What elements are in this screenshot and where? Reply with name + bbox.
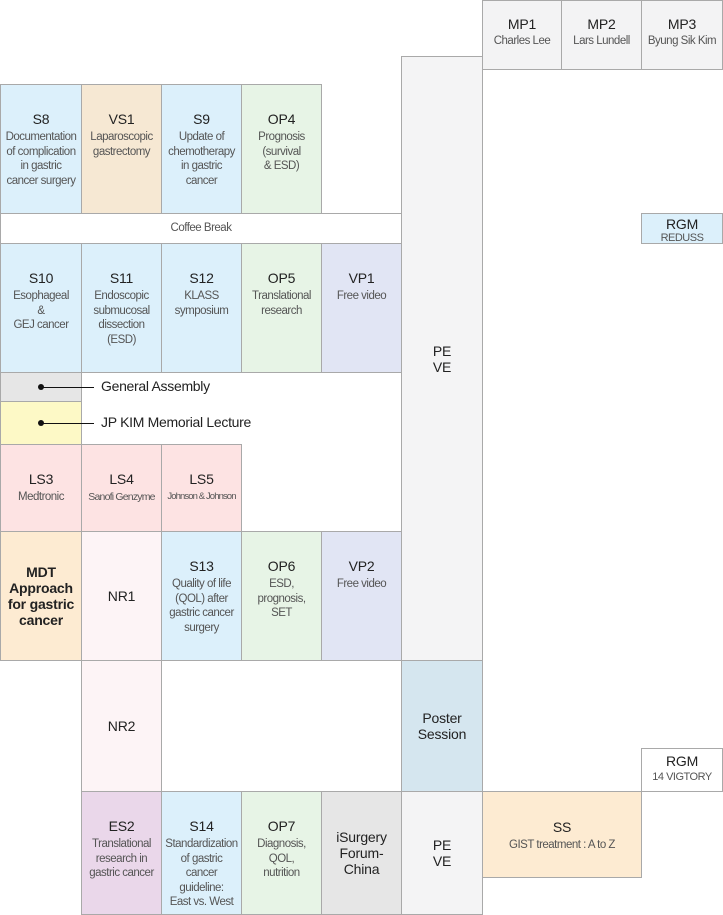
session-code: LS5 xyxy=(189,471,214,487)
session-code: VP1 xyxy=(348,270,375,286)
session-title: Charles Lee xyxy=(493,35,551,47)
session-title: Johnson & Johnson xyxy=(167,491,236,502)
session-rgm-reduss[interactable]: RGM REDUSS xyxy=(641,213,723,244)
session-code: MP3 xyxy=(667,16,697,32)
session-mp1[interactable]: MP1 Charles Lee xyxy=(482,0,562,70)
session-op6[interactable]: OP6 ESD, prognosis, SET xyxy=(241,531,322,661)
session-title: GIST treatment : A to Z xyxy=(509,839,615,851)
session-code: LS3 xyxy=(28,471,54,487)
session-title: REDUSS xyxy=(660,232,704,244)
session-code: OP7 xyxy=(267,818,296,834)
general-assembly-label[interactable]: General Assembly xyxy=(101,378,210,394)
coffee-break: Coffee Break xyxy=(0,213,402,244)
session-title: Free video xyxy=(336,578,387,590)
session-code: S13 xyxy=(189,558,214,574)
break-label: Coffee Break xyxy=(170,222,232,235)
session-code: S9 xyxy=(193,111,210,127)
session-label: iSurgery Forum- China xyxy=(336,829,387,877)
jp-kim-lecture-label[interactable]: JP KIM Memorial Lecture xyxy=(101,414,252,430)
session-title: Byung Sik Kim xyxy=(647,35,717,47)
session-code: ES2 xyxy=(108,818,135,834)
session-title: Lars Lundell xyxy=(573,35,630,47)
session-title: Free video xyxy=(336,290,387,302)
session-code: MP2 xyxy=(587,16,616,32)
session-s10[interactable]: S10 Esophageal & GEJ cancer xyxy=(0,243,82,373)
session-code: S14 xyxy=(189,818,214,834)
session-code: S8 xyxy=(32,111,50,127)
session-label: MDT Approach for gastric cancer xyxy=(7,564,75,628)
session-code: RGM xyxy=(665,216,699,232)
leader-line xyxy=(41,387,94,388)
session-code: OP4 xyxy=(267,111,296,127)
session-label: Poster Session xyxy=(417,710,467,742)
session-ls5[interactable]: LS5 Johnson & Johnson xyxy=(161,444,242,532)
session-code: RGM xyxy=(665,753,699,769)
session-title: Medtronic xyxy=(18,491,65,503)
session-s12[interactable]: S12 KLASS symposium xyxy=(161,243,242,373)
session-vp1[interactable]: VP1 Free video xyxy=(321,243,402,373)
session-title: KLASS symposium xyxy=(174,290,229,317)
session-code: OP5 xyxy=(267,270,296,286)
session-s14[interactable]: S14 Standardization of gastric cancer gu… xyxy=(161,791,242,915)
session-ss[interactable]: SS GIST treatment : A to Z xyxy=(482,791,642,878)
session-ls3[interactable]: LS3 Medtronic xyxy=(0,444,82,532)
session-code: S12 xyxy=(189,270,214,286)
session-peve-1[interactable]: PE VE xyxy=(401,56,483,662)
session-code: VP2 xyxy=(348,558,375,574)
session-label: PE VE xyxy=(432,837,452,869)
session-code: LS4 xyxy=(109,471,134,487)
session-vp2[interactable]: VP2 Free video xyxy=(321,531,402,661)
session-label: NR2 xyxy=(107,718,136,734)
session-es2[interactable]: ES2 Translational research in gastric ca… xyxy=(81,791,162,915)
session-code: S10 xyxy=(28,270,54,286)
session-op7[interactable]: OP7 Diagnosis, QOL, nutrition xyxy=(241,791,322,915)
session-code: MP1 xyxy=(507,16,537,32)
session-code: OP6 xyxy=(267,558,296,574)
session-vs1[interactable]: VS1 Laparoscopic gastrectomy xyxy=(81,84,162,214)
session-title: Translational research in gastric cancer xyxy=(89,838,154,879)
session-title: Esophageal & GEJ cancer xyxy=(13,290,69,331)
session-s9[interactable]: S9 Update of chemotherapy in gastric can… xyxy=(161,84,242,214)
session-title: 14 VIGTORY xyxy=(652,771,712,783)
session-ls4[interactable]: LS4 Sanofi Genzyme xyxy=(81,444,162,532)
session-nr1[interactable]: NR1 xyxy=(81,531,162,661)
session-isurgery[interactable]: iSurgery Forum- China xyxy=(321,791,402,915)
session-mp2[interactable]: MP2 Lars Lundell xyxy=(561,0,642,70)
session-title: Diagnosis, QOL, nutrition xyxy=(257,838,306,879)
session-title: Standardization of gastric cancer guidel… xyxy=(165,838,238,908)
session-code: SS xyxy=(552,819,572,835)
session-mdt[interactable]: MDT Approach for gastric cancer xyxy=(0,531,82,661)
session-label: PE VE xyxy=(432,343,452,375)
leader-line xyxy=(41,423,94,424)
session-title: Documentation of complication in gastric… xyxy=(5,131,77,187)
session-s11[interactable]: S11 Endoscopic submucosal dissection (ES… xyxy=(81,243,162,373)
session-rgm-vigtory[interactable]: RGM 14 VIGTORY xyxy=(641,748,723,792)
session-nr2[interactable]: NR2 xyxy=(81,660,162,792)
session-title: Sanofi Genzyme xyxy=(88,491,155,503)
session-label: NR1 xyxy=(107,588,136,604)
session-title: Translational research xyxy=(252,290,311,317)
session-title: Quality of life (QOL) after gastric canc… xyxy=(169,578,234,634)
session-op4[interactable]: OP4 Prognosis (survival & ESD) xyxy=(241,84,322,214)
session-title: Prognosis (survival & ESD) xyxy=(258,131,305,172)
session-s13[interactable]: S13 Quality of life (QOL) after gastric … xyxy=(161,531,242,661)
session-title: Laparoscopic gastrectomy xyxy=(90,131,153,158)
session-s8[interactable]: S8 Documentation of complication in gast… xyxy=(0,84,82,214)
session-peve-2[interactable]: PE VE xyxy=(401,791,483,915)
session-mp3[interactable]: MP3 Byung Sik Kim xyxy=(641,0,723,70)
session-code: VS1 xyxy=(108,111,135,127)
session-title: Endoscopic submucosal dissection (ESD) xyxy=(93,290,150,346)
session-op5[interactable]: OP5 Translational research xyxy=(241,243,322,373)
session-title: ESD, prognosis, SET xyxy=(257,578,306,619)
session-poster[interactable]: Poster Session xyxy=(401,660,483,792)
session-code: S11 xyxy=(109,270,134,286)
session-title: Update of chemotherapy in gastric cancer xyxy=(168,131,235,187)
